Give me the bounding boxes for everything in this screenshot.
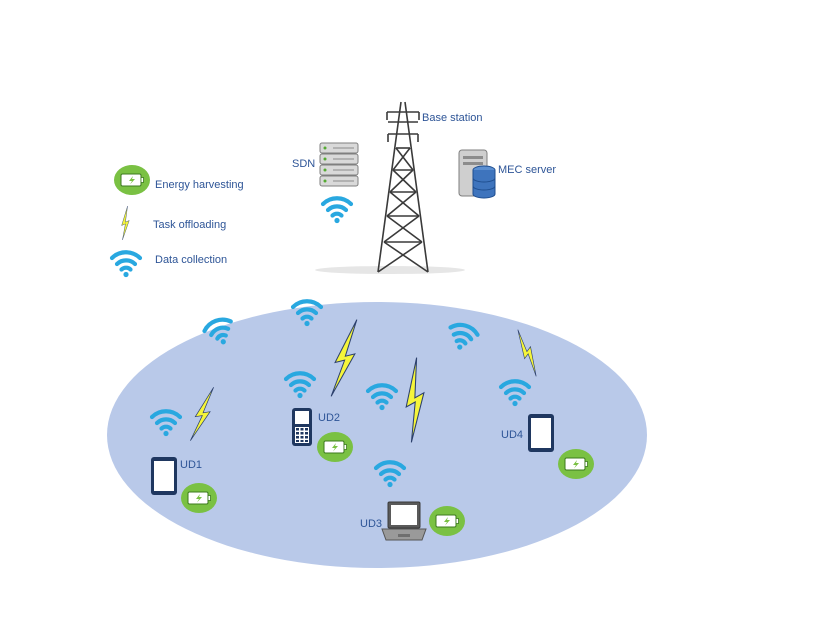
mec-server-label: MEC server <box>498 164 556 176</box>
wifi-icon <box>112 252 140 277</box>
ud1-label: UD1 <box>180 459 202 471</box>
legend: Energy harvesting Task offloading Data c… <box>112 164 244 277</box>
legend-data-collection-label: Data collection <box>155 254 227 266</box>
coverage-area <box>107 302 647 568</box>
legend-task-offloading-label: Task offloading <box>153 219 226 231</box>
laptop-icon <box>381 501 427 541</box>
ud2-label: UD2 <box>318 412 340 424</box>
battery-icon <box>316 431 354 463</box>
battery-icon <box>428 505 466 537</box>
battery-icon <box>180 482 218 514</box>
mec-server-icon <box>458 149 496 199</box>
legend-energy-harvesting-label: Energy harvesting <box>155 179 244 191</box>
tablet-icon <box>528 414 554 452</box>
sdn-server-icon <box>319 142 359 187</box>
battery-icon <box>113 164 151 196</box>
tablet-icon <box>151 457 177 495</box>
ud4-label: UD4 <box>501 429 523 441</box>
lightning-icon <box>121 205 130 241</box>
battery-icon <box>557 448 595 480</box>
phone-icon <box>292 408 312 446</box>
ud3-label: UD3 <box>360 518 382 530</box>
base-station-label: Base station <box>422 112 483 124</box>
sdn-label: SDN <box>292 158 315 170</box>
base-station-tower-icon <box>315 101 465 274</box>
sdn-wifi-icon <box>323 198 351 223</box>
